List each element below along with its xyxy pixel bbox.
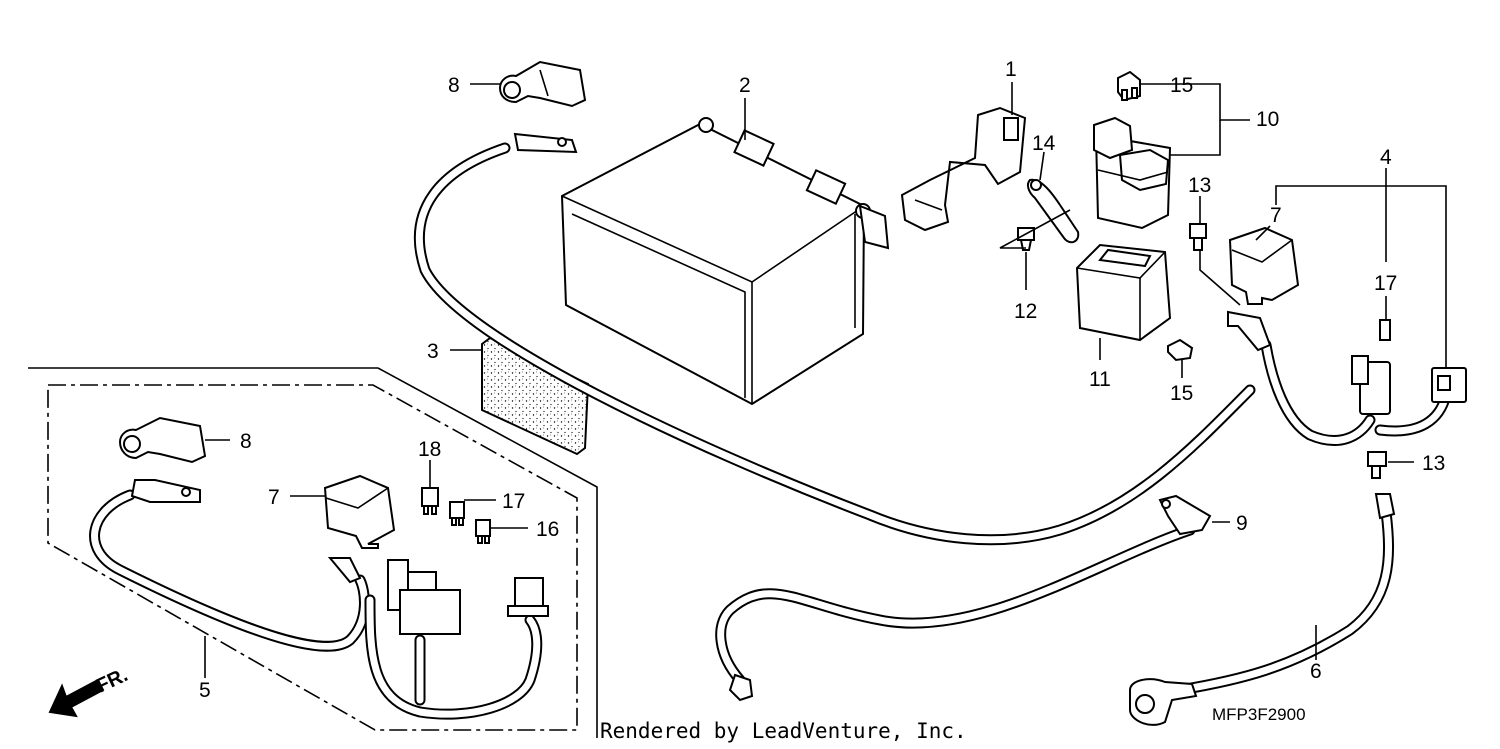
callout-10: 10 <box>1256 108 1279 131</box>
leader-lines <box>204 82 1447 678</box>
fuse-17-right <box>1379 319 1391 341</box>
callout-15-bottom: 15 <box>1170 382 1193 405</box>
relay-band <box>1026 178 1080 244</box>
callout-18: 18 <box>418 438 441 461</box>
fuse-17-lower <box>449 501 465 526</box>
subassembly-outline <box>28 367 598 738</box>
callout-5: 5 <box>199 679 211 702</box>
terminal-cover-right <box>1228 226 1300 305</box>
cable-6 <box>1129 493 1396 726</box>
callout-15-top: 15 <box>1170 74 1193 97</box>
callout-12: 12 <box>1014 300 1037 323</box>
callout-13-top: 13 <box>1188 174 1211 197</box>
relay-cover <box>1075 243 1172 342</box>
diagram-code: MFP3F2900 <box>1212 705 1306 724</box>
callout-11: 11 <box>1089 368 1111 391</box>
callout-labels: 8 2 3 1 14 12 11 15 15 10 13 7 4 17 13 9… <box>199 58 1445 702</box>
battery <box>560 117 890 406</box>
terminal-cap-lower <box>118 416 207 464</box>
terminal-cap-top <box>498 60 587 108</box>
callout-3: 3 <box>427 340 439 363</box>
callout-2: 2 <box>739 74 751 97</box>
relay-bracket <box>900 106 1027 232</box>
starter-relay <box>1093 116 1172 230</box>
callout-4: 4 <box>1380 146 1392 169</box>
callout-8-top: 8 <box>448 74 460 97</box>
fuse-16 <box>475 519 491 544</box>
harness-5 <box>89 479 549 720</box>
fuse-15-top <box>1117 70 1141 102</box>
bolt-13-top <box>1189 223 1207 251</box>
callout-13-right: 13 <box>1422 452 1445 475</box>
terminal-cover-lower <box>323 474 396 549</box>
callout-6: 6 <box>1310 660 1322 683</box>
callout-8-lower: 8 <box>240 430 252 453</box>
callout-17-lower: 17 <box>502 490 525 513</box>
cable-9 <box>715 494 1212 702</box>
callout-1: 1 <box>1005 58 1017 81</box>
fuse-18 <box>421 487 439 515</box>
render-credit: Rendered by LeadVenture, Inc. <box>600 719 967 743</box>
harness-right <box>1227 310 1467 446</box>
front-direction-arrow: FR. <box>48 664 131 718</box>
main-cable <box>413 132 1256 546</box>
fuse-15-bottom <box>1167 338 1194 362</box>
callout-16: 16 <box>536 518 559 541</box>
callout-7-lower: 7 <box>268 486 280 509</box>
callout-14: 14 <box>1032 132 1056 155</box>
callout-17-right: 17 <box>1374 272 1397 295</box>
callout-7-right: 7 <box>1270 204 1282 227</box>
bolt-13-right <box>1367 451 1387 479</box>
callout-9: 9 <box>1236 512 1248 535</box>
